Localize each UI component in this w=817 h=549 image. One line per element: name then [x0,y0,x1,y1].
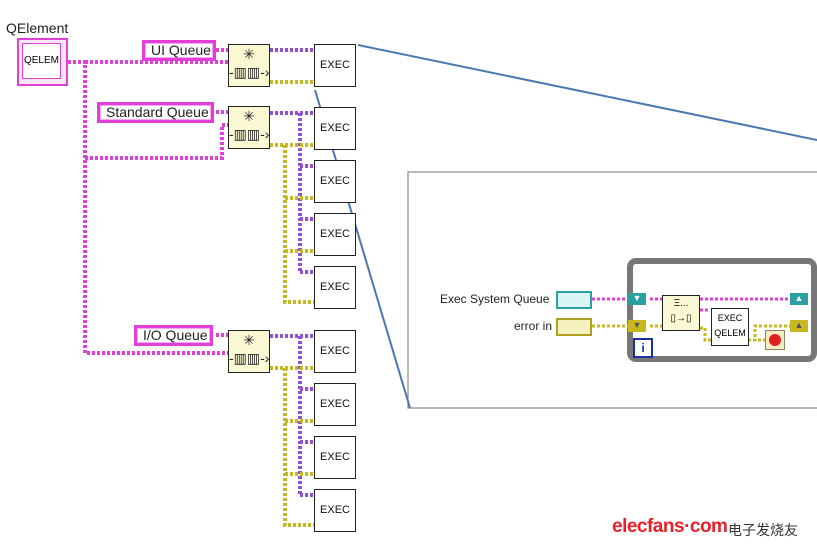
obtain-queue-node[interactable]: ✳-▥▥-› [228,44,270,87]
qelement-constant[interactable]: QELEM [17,38,68,86]
ui-queue-control[interactable]: UI Queue [142,40,216,61]
exec-subvi[interactable]: EXEC [314,107,356,150]
zoom-line-top [357,44,817,141]
zoom-inset-frame [407,171,817,409]
exec-subvi[interactable]: EXEC [314,160,356,203]
exec-line2: QELEM [714,328,746,338]
standard-out-wire[interactable] [270,111,314,274]
shift-register-right-queue-icon[interactable]: ▲ [790,293,808,305]
while-loop-frame[interactable] [627,258,817,362]
exec-subvi[interactable]: EXEC [314,489,356,532]
stop-button[interactable] [765,330,785,350]
dequeue-icon: Ξ... [673,298,689,309]
obtain-queue-node[interactable]: ✳-▥▥-› [228,106,270,149]
standard-queue-control[interactable]: Standard Queue [97,102,214,123]
watermark-brand: elecfans·com [612,516,728,537]
obtain-queue-node[interactable]: ✳-▥▥-› [228,330,270,373]
shift-register-left-queue-icon[interactable]: ▼ [628,293,646,305]
exec-subvi[interactable]: EXEC [314,213,356,256]
standard-error-wire[interactable] [270,143,314,304]
io-error-wire[interactable] [270,366,314,527]
queue-icon: ✳-▥▥-› [229,332,270,366]
error-wires [270,80,314,527]
error-in-label: error in [514,319,553,333]
dequeue-element-node[interactable]: Ξ... ▯→▯ [662,295,700,331]
iteration-terminal: i [633,338,653,358]
qelement-trunk-wire[interactable] [68,60,228,355]
queue-icon: ✳-▥▥-› [229,108,270,142]
exec-system-queue-label: Exec System Queue [440,292,550,306]
exec-subvi[interactable]: EXEC [314,44,356,87]
shift-register-right-error-icon[interactable]: ▲ [790,320,808,332]
stop-icon [769,334,781,346]
exec-subvi[interactable]: EXEC [314,383,356,426]
error-in-control[interactable] [556,318,592,336]
io-out-wire[interactable] [270,334,314,497]
exec-qelement-node[interactable]: EXEC QELEM [711,308,749,346]
io-queue-control[interactable]: I/O Queue [134,325,213,346]
qelement-box-label: QELEM [22,43,61,79]
exec-subvi[interactable]: EXEC [314,266,356,309]
exec-line1: EXEC [717,313,743,323]
exec-subvi[interactable]: EXEC [314,330,356,373]
queue-icon: ✳-▥▥-› [229,46,270,80]
qelement-title: QElement [6,20,69,36]
watermark-chinese: 电子发烧友 [728,523,798,539]
exec-system-queue-control[interactable] [556,291,592,309]
shift-register-left-error-icon[interactable]: ▼ [628,320,646,332]
exec-subvi[interactable]: EXEC [314,436,356,479]
queue-arrow-icon: ▯→▯ [670,313,692,324]
standard-qelement-wire[interactable] [85,123,228,160]
inset-error-wire[interactable] [592,324,790,342]
queue-wires [68,48,314,497]
